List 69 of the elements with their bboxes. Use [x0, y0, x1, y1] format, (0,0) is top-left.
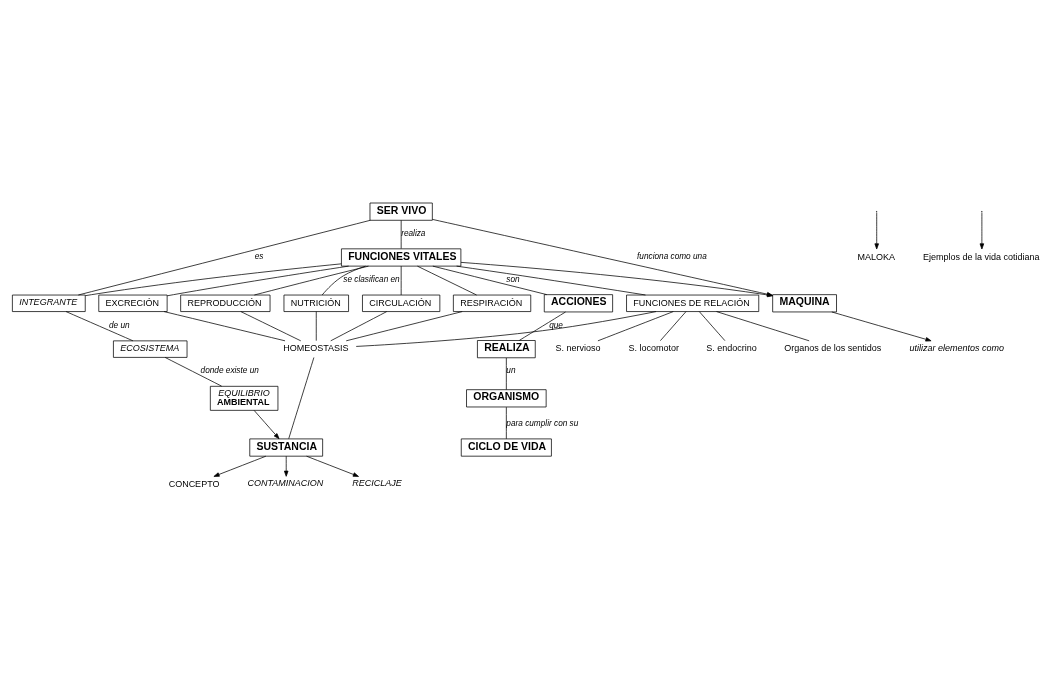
node-box: INTEGRANTE: [12, 294, 86, 312]
node-box: RESPIRACIÓN: [453, 294, 532, 312]
arrow: [979, 212, 985, 250]
connector: [254, 265, 369, 296]
node-box: SUSTANCIA: [249, 438, 324, 457]
edge-label: es: [254, 251, 264, 261]
connector: [519, 311, 566, 341]
connector: [163, 311, 286, 342]
connector: [660, 311, 687, 342]
connector: [315, 311, 317, 342]
arrow: [253, 410, 280, 440]
node-box: REPRODUCCIÓN: [180, 294, 271, 312]
edge-label: donde existe un: [200, 366, 259, 376]
edge-label: que: [549, 320, 563, 330]
node-text: Ejemplos de la vida cotidiana: [922, 251, 1040, 262]
arrow: [831, 311, 932, 342]
node-box: SER VIVO: [369, 202, 433, 221]
node-box: EQUILIBRIO AMBIENTAL: [209, 385, 279, 411]
arrow: [874, 212, 879, 250]
connector: [164, 357, 222, 387]
arrow: [213, 455, 267, 477]
node-text: S. locomotor: [628, 343, 679, 354]
connector: [321, 265, 366, 296]
arrow: [306, 455, 359, 477]
node-text: Organos de los sentidos: [784, 343, 882, 354]
node-text: utilizar elementos como: [909, 342, 1004, 353]
connector: [597, 311, 674, 342]
connector: [240, 311, 302, 342]
connector: [400, 219, 402, 249]
connector: [65, 311, 134, 342]
edge-label: se clasifican en: [343, 274, 400, 284]
node-text: HOMEOSTASIS: [283, 343, 349, 354]
arrow: [284, 455, 289, 477]
node-text: RECICLAJE: [352, 478, 402, 489]
connector: [698, 311, 726, 342]
connector: [417, 265, 477, 296]
connector: [355, 311, 657, 347]
node-text: MALOKA: [857, 251, 896, 262]
node-box: CICLO DE VIDA: [460, 438, 552, 457]
connector: [400, 265, 402, 296]
connector: [77, 219, 371, 296]
edge-label: funciona como una: [637, 251, 707, 261]
connector: [432, 265, 548, 295]
node-box: FUNCIONES DE RELACIÓN: [626, 294, 760, 312]
connector: [85, 263, 342, 297]
connector: [505, 406, 507, 440]
node-box: ECOSISTEMA: [113, 340, 188, 358]
connector: [716, 311, 810, 342]
node-box: ACCIONES: [543, 294, 613, 313]
node-box: MAQUINA: [772, 294, 837, 313]
node-text: S. nervioso: [555, 343, 601, 354]
node-box: FUNCIONES VITALES: [341, 248, 462, 267]
connector: [166, 265, 349, 297]
connector: [456, 265, 646, 296]
node-box: EXCRECIÓN: [98, 294, 168, 312]
edge-label: de un: [108, 320, 130, 330]
node-text: S. endocrino: [706, 343, 757, 354]
node-text: CONCEPTO: [168, 479, 220, 490]
node-box: ORGANISMO: [466, 389, 547, 408]
node-box: CIRCULACIÓN: [362, 294, 441, 312]
node-box: NUTRICIÓN: [283, 294, 349, 312]
connector: [288, 357, 315, 440]
node-box: REALIZA: [477, 340, 536, 359]
connector: [330, 311, 388, 342]
edge-label: son: [506, 274, 520, 284]
node-text: CONTAMINACION: [247, 478, 324, 489]
connector: [505, 357, 507, 390]
edge-label: realiza: [401, 228, 426, 238]
connector: [345, 311, 463, 342]
